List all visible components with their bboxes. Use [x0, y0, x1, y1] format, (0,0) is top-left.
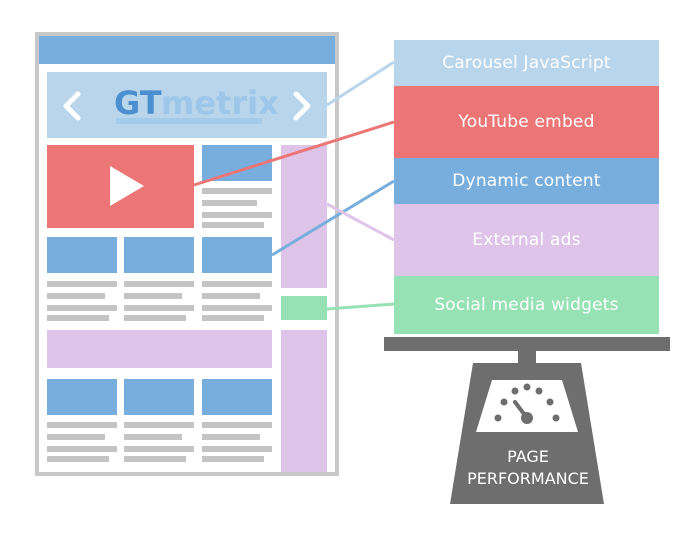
connector-youtube	[193, 120, 395, 187]
label-external-ads: External ads	[394, 204, 659, 276]
gauge-ticks	[494, 383, 560, 422]
social-widget	[281, 296, 327, 320]
connectors	[193, 60, 395, 311]
gtmetrix-logo: GT metrix	[114, 84, 279, 124]
logo-gt: GT	[114, 84, 162, 122]
scale-platform	[384, 337, 670, 351]
connector-social	[326, 302, 395, 311]
carousel-banner: GT metrix	[47, 72, 327, 138]
connector-ads	[326, 202, 395, 242]
label-carousel-javascript: Carousel JavaScript	[394, 40, 659, 86]
label-text: Dynamic content	[452, 171, 601, 191]
content-image	[202, 379, 272, 415]
text-lines	[202, 188, 272, 228]
label-text: Carousel JavaScript	[442, 53, 611, 73]
play-icon	[110, 166, 144, 206]
connector-carousel	[326, 60, 395, 107]
gauge-face	[476, 380, 578, 432]
text-lines	[47, 422, 272, 462]
content-image	[124, 379, 194, 415]
label-text: Social media widgets	[434, 295, 619, 315]
content-image	[47, 379, 117, 415]
carousel-background	[47, 72, 327, 138]
scale-stem	[518, 351, 536, 363]
content-image	[124, 237, 194, 273]
gauge-pivot	[521, 412, 533, 424]
label-text: External ads	[472, 230, 581, 250]
webpage-mockup: GT metrix	[35, 32, 339, 476]
label-social-media-widgets: Social media widgets	[394, 276, 659, 334]
content-image	[47, 237, 117, 273]
perf-line-2: PERFORMANCE	[467, 469, 589, 488]
label-youtube-embed: YouTube embed	[394, 86, 659, 158]
page-performance-label: PAGE PERFORMANCE	[450, 446, 606, 490]
content-image	[202, 237, 272, 273]
inline-ad-banner	[47, 330, 272, 368]
performance-scale	[384, 337, 670, 504]
chevron-left-icon	[63, 91, 81, 121]
logo-metrix: metrix	[161, 84, 279, 122]
video-block	[47, 145, 194, 228]
perf-line-1: PAGE	[507, 447, 549, 466]
label-dynamic-content: Dynamic content	[394, 158, 659, 204]
text-lines	[47, 281, 272, 321]
logo-ruler	[116, 118, 262, 124]
page-header-bar	[39, 36, 335, 64]
chevron-right-icon	[293, 91, 311, 121]
label-text: YouTube embed	[458, 112, 595, 132]
sidebar-ad-bottom	[281, 330, 327, 472]
connector-dynamic	[271, 179, 395, 257]
sidebar-ad-top	[281, 145, 327, 288]
